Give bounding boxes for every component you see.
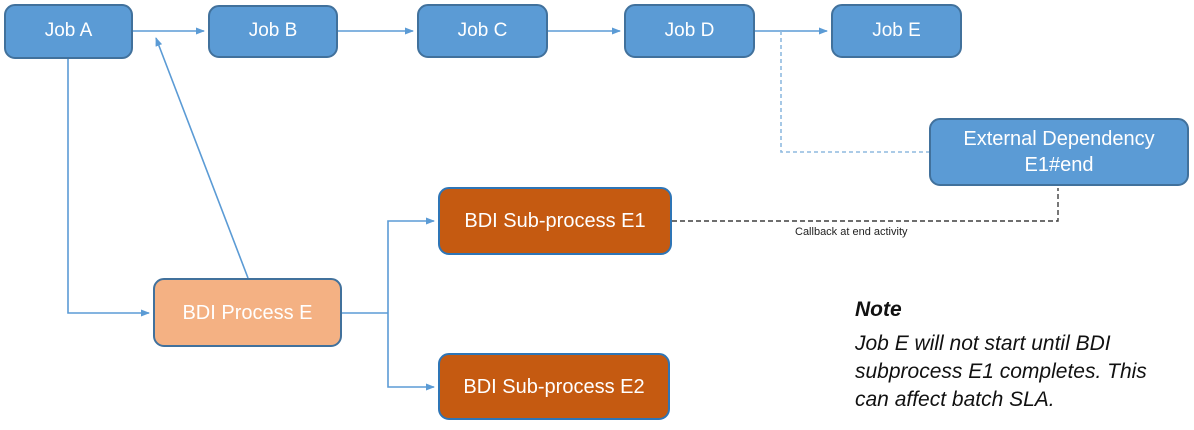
node-external-dependency: External Dependency E1#end — [929, 118, 1189, 186]
node-job-c: Job C — [417, 4, 548, 58]
note-line-2: subprocess E1 completes. This — [855, 360, 1147, 383]
edge-subprocess-e1-callback-to-external-dependency — [672, 188, 1059, 222]
node-bdi-process-e: BDI Process E — [153, 278, 342, 347]
node-job-e-label: Job E — [872, 19, 921, 41]
note-block: Note Job E will not start until BDI subp… — [855, 298, 1185, 414]
external-dependency-line1: External Dependency — [963, 128, 1155, 150]
node-bdi-process-e-label: BDI Process E — [182, 301, 313, 324]
node-job-d: Job D — [624, 4, 755, 58]
edge-branch-to-bdi-subprocess-e2 — [387, 313, 435, 391]
edge-job-a-to-bdi-process-e — [67, 59, 150, 317]
node-bdi-subprocess-e1: BDI Sub-process E1 — [438, 187, 672, 255]
node-job-a: Job A — [4, 4, 133, 59]
node-job-b: Job B — [208, 5, 338, 58]
edge-branch-to-bdi-subprocess-e1 — [387, 217, 435, 313]
edge-bdi-process-e-to-job-flow-diagonal — [155, 37, 249, 279]
external-dependency-line2: E1#end — [1024, 154, 1094, 176]
note-line-1: Job E will not start until BDI — [855, 332, 1111, 355]
note-line-3: can affect batch SLA. — [855, 388, 1055, 411]
edge-job-d-to-external-dependency-dashed — [780, 31, 929, 153]
callback-edge-label: Callback at end activity — [795, 226, 908, 238]
node-job-a-label: Job A — [44, 20, 93, 42]
node-job-e: Job E — [831, 4, 962, 58]
node-job-d-label: Job D — [664, 19, 715, 41]
node-bdi-subprocess-e1-label: BDI Sub-process E1 — [464, 210, 646, 232]
node-bdi-subprocess-e2-label: BDI Sub-process E2 — [463, 375, 645, 398]
note-title: Note — [855, 298, 902, 321]
node-bdi-subprocess-e2: BDI Sub-process E2 — [438, 353, 670, 420]
node-external-dependency-label: External Dependency E1#end — [963, 126, 1154, 178]
node-job-b-label: Job B — [248, 20, 298, 42]
node-job-c-label: Job C — [457, 19, 508, 41]
